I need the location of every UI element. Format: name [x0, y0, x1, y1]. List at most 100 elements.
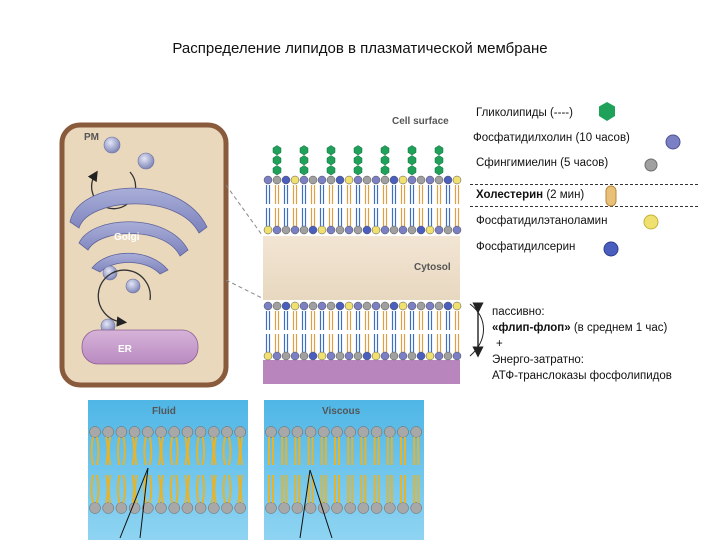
glycolipid-sugar [326, 145, 336, 156]
lower-bilayer [263, 301, 462, 361]
glycolipid-sugar [272, 165, 282, 176]
legend-divider [470, 184, 698, 185]
lipid-tail [122, 474, 126, 504]
legend-phosphatidylcholine: Фосфатидилхолин (10 часов) [473, 132, 630, 144]
lipid-tail [134, 436, 138, 466]
lipid-head [142, 426, 154, 438]
kink-pointer [309, 469, 333, 539]
lipid-head [353, 175, 363, 185]
glycolipid-sugar [380, 165, 390, 176]
lipid-head [344, 301, 354, 311]
lipid-tail [239, 436, 244, 466]
lipid-head [155, 426, 167, 438]
lipid-head [416, 301, 426, 311]
recycling-arrow [87, 170, 137, 210]
lipid-head [380, 175, 390, 185]
lipid-head [384, 426, 396, 438]
kink-pointer [139, 467, 149, 539]
lipid-tail [169, 436, 174, 466]
lipid-head [272, 301, 282, 311]
lipid-head [208, 426, 220, 438]
golgi-cisterna [69, 187, 208, 234]
lipid-head [384, 502, 396, 514]
lipid-head [326, 351, 336, 361]
glycolipid-sugar [407, 155, 417, 166]
legend-glycolipids: Гликолипиды (----) [476, 107, 573, 119]
lipid-tail [169, 474, 174, 504]
membrane-section: Cell surface Cytosol [263, 116, 462, 384]
lipid-tail [222, 436, 226, 466]
lipid-head [362, 351, 372, 361]
lipid-head [168, 502, 180, 514]
lipid-head [265, 426, 277, 438]
lipid-head [371, 175, 381, 185]
lipid-head [290, 301, 300, 311]
lipid-head [452, 351, 462, 361]
glycolipid-sugar [272, 155, 282, 166]
lipid-tail [96, 474, 100, 504]
upper-bilayer [263, 145, 462, 235]
lipid-head [335, 351, 345, 361]
legend-phosphatidylserine: Фосфатидилсерин [476, 241, 576, 253]
glycolipid-sugar [407, 145, 417, 156]
lipid-head [89, 426, 101, 438]
lipid-head [380, 301, 390, 311]
lipid-head [331, 502, 343, 514]
lipid-head [278, 502, 290, 514]
fluid-panel: Fluid [88, 400, 248, 540]
lipid-tail [175, 436, 179, 466]
lipid-head [265, 502, 277, 514]
lipid-head [317, 225, 327, 235]
lipid-tail [148, 474, 153, 504]
lipid-head [425, 301, 435, 311]
lipid-head [299, 301, 309, 311]
vesicle [103, 136, 121, 154]
lipid-head [318, 426, 330, 438]
lipid-tail [186, 474, 191, 504]
vesicle [125, 278, 141, 294]
lipid-head [410, 502, 422, 514]
lipid-head [425, 225, 435, 235]
lipid-head [452, 225, 462, 235]
lipid-tail [228, 436, 232, 466]
lipid-head [434, 301, 444, 311]
sphingomyelin-dot-icon [644, 158, 658, 172]
lipid-head [326, 301, 336, 311]
lipid-head [389, 351, 399, 361]
lipid-head [362, 175, 372, 185]
lipid-head [434, 225, 444, 235]
lipid-tail [160, 474, 164, 504]
lipid-head [362, 225, 372, 235]
lipid-head [278, 426, 290, 438]
kink-pointer [299, 469, 311, 539]
flip-flop-notes: пассивно: «флип-флоп» (в среднем 1 час) … [492, 304, 672, 384]
lipid-head [398, 351, 408, 361]
vesicle [137, 152, 155, 170]
kink-pointer [119, 467, 149, 539]
glycolipid-sugar [299, 145, 309, 156]
lipid-head [290, 351, 300, 361]
lipid-head [221, 502, 233, 514]
flip-flop-duration: (в среднем 1 час) [570, 322, 668, 334]
golgi-cisterna [78, 221, 189, 257]
lipid-head [281, 301, 291, 311]
lipid-tail [96, 436, 100, 466]
glycolipid-sugar [380, 145, 390, 156]
lipid-head [155, 502, 167, 514]
lipid-head [331, 426, 343, 438]
glycolipid-sugar [353, 165, 363, 176]
zoom-line [225, 184, 263, 236]
lipid-head [398, 175, 408, 185]
fluid-label: Fluid [152, 406, 176, 417]
lipid-head [335, 225, 345, 235]
glycolipid-sugar [353, 145, 363, 156]
er-organelle [81, 329, 199, 365]
phosphatidylethanolamine-dot-icon [643, 214, 659, 230]
lipid-tail [201, 474, 206, 504]
lipid-head [416, 175, 426, 185]
lipid-tail [122, 436, 126, 466]
lipid-head [308, 351, 318, 361]
glycolipid-sugar [353, 155, 363, 166]
glycolipid-sugar [434, 155, 444, 166]
lipid-tail [90, 436, 94, 466]
